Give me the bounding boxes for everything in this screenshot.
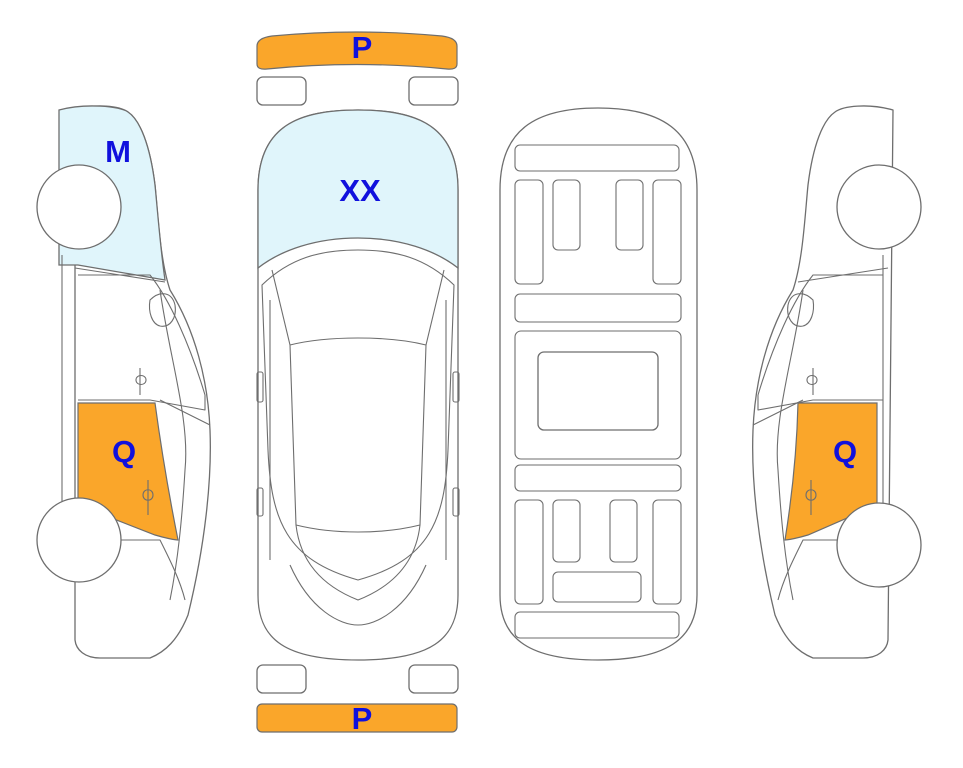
right-mirror <box>787 293 815 327</box>
left-rear-door-label: Q <box>112 434 136 469</box>
left-mirror <box>148 293 176 327</box>
rear-left-light <box>256 664 307 694</box>
front-right-light <box>408 76 459 106</box>
left-rear-handle <box>142 480 154 515</box>
right-side-crease <box>776 289 804 601</box>
rear-right-light <box>408 664 459 694</box>
top-view-rear-lines <box>295 524 421 601</box>
right-rear-wheel <box>836 502 922 588</box>
left-front-door-outline <box>78 274 206 411</box>
right-rear-door-lower-line <box>777 539 883 601</box>
front-bumper-zone[interactable] <box>256 31 458 70</box>
right-rear-door-zone[interactable] <box>784 402 878 541</box>
left-rear-door-lower-line <box>78 539 186 601</box>
underbody-lower-bar <box>514 464 682 492</box>
right-side-view <box>752 105 922 659</box>
windshield-zone[interactable] <box>257 109 459 270</box>
front-bumper-label: P <box>352 30 373 65</box>
rear-bumper-label: P <box>352 701 373 736</box>
underbody-left-inner-rear <box>552 499 581 563</box>
right-front-door-outline <box>757 274 883 411</box>
underbody-center-panel <box>537 351 659 431</box>
top-view-hood-lines <box>271 269 445 346</box>
left-side-crease <box>159 289 187 601</box>
left-quarter-glass-label: M <box>105 134 131 169</box>
underbody-right-inner-rear <box>609 499 638 563</box>
rear-bumper-zone[interactable] <box>256 703 458 733</box>
damage-labels: P XX M Q Q P <box>105 30 857 736</box>
front-left-light <box>256 76 307 106</box>
underbody-upper-bar <box>514 293 682 323</box>
underbody-left-inner-front <box>552 179 581 251</box>
left-door-seam <box>159 399 211 426</box>
underbody-front-crossmember <box>514 144 680 172</box>
left-front-wheel <box>36 164 122 250</box>
left-rear-wheel <box>36 497 122 583</box>
top-view-right-handle <box>452 487 460 517</box>
underbody-left-rail-rear <box>514 499 544 605</box>
right-front-wheel <box>836 164 922 250</box>
underbody-view <box>499 107 698 661</box>
underbody-right-inner-front <box>615 179 644 251</box>
underbody-rear-box <box>552 571 642 603</box>
windshield-label: XX <box>339 173 381 208</box>
top-view-left-handle <box>256 487 264 517</box>
underbody-right-rail-front <box>652 179 682 285</box>
top-view-side-lines <box>269 300 447 560</box>
left-side-view <box>36 105 211 659</box>
underbody-right-rail-rear <box>652 499 682 605</box>
top-view-rear-glass <box>289 564 427 626</box>
right-front-handle <box>806 368 818 395</box>
right-door-seam <box>752 399 804 426</box>
underbody-left-rail-front <box>514 179 544 285</box>
underbody-rear-crossmember <box>514 611 680 639</box>
top-view-left-mirror <box>256 371 264 403</box>
top-view-right-mirror <box>452 371 460 403</box>
left-front-handle <box>135 368 147 395</box>
underbody-middle-frame <box>514 330 682 460</box>
top-view <box>256 31 460 733</box>
right-rear-door-label: Q <box>833 434 857 469</box>
right-rear-handle <box>805 480 817 515</box>
